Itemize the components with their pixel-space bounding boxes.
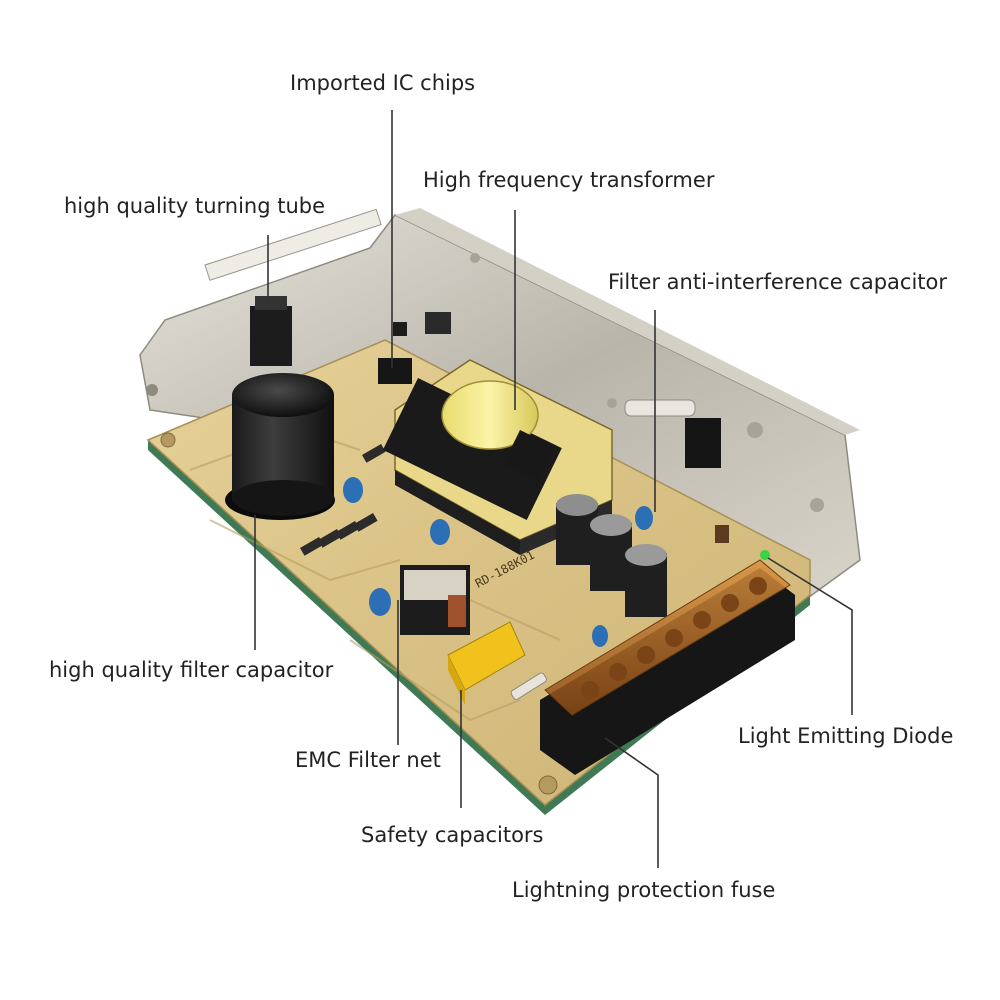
label-lightning-protection-fuse: Lightning protection fuse	[512, 878, 776, 902]
label-high-frequency-transformer: High frequency transformer	[423, 168, 715, 192]
ic-chip-component	[378, 312, 451, 384]
label-light-emitting-diode: Light Emitting Diode	[738, 724, 954, 748]
leader-line-led	[767, 557, 853, 715]
transformer-component	[382, 359, 613, 555]
leader-lines	[254, 110, 853, 868]
label-safety-capacitors: Safety capacitors	[361, 823, 544, 847]
diode-array	[299, 444, 386, 556]
transistor-and-led	[624, 399, 770, 560]
label-imported-ic-chips: Imported IC chips	[290, 71, 476, 95]
label-high-quality-filter-capacitor: high quality filter capacitor	[49, 658, 334, 682]
leader-line-fuse	[604, 737, 659, 868]
emc-filter-choke	[400, 565, 470, 635]
label-high-quality-turning-tube: high quality turning tube	[64, 194, 326, 218]
terminal-block: RD-188K01	[473, 548, 795, 775]
fuse-component	[510, 672, 547, 700]
label-emc-filter-net: EMC Filter net	[295, 748, 441, 772]
turning-tube-component	[250, 296, 292, 366]
ceramic-capacitors	[343, 477, 653, 647]
electrolytic-capacitors	[556, 494, 667, 617]
label-filter-anti-interference-capacitor: Filter anti-interference capacitor	[608, 270, 948, 294]
large-filter-capacitor	[225, 373, 335, 520]
